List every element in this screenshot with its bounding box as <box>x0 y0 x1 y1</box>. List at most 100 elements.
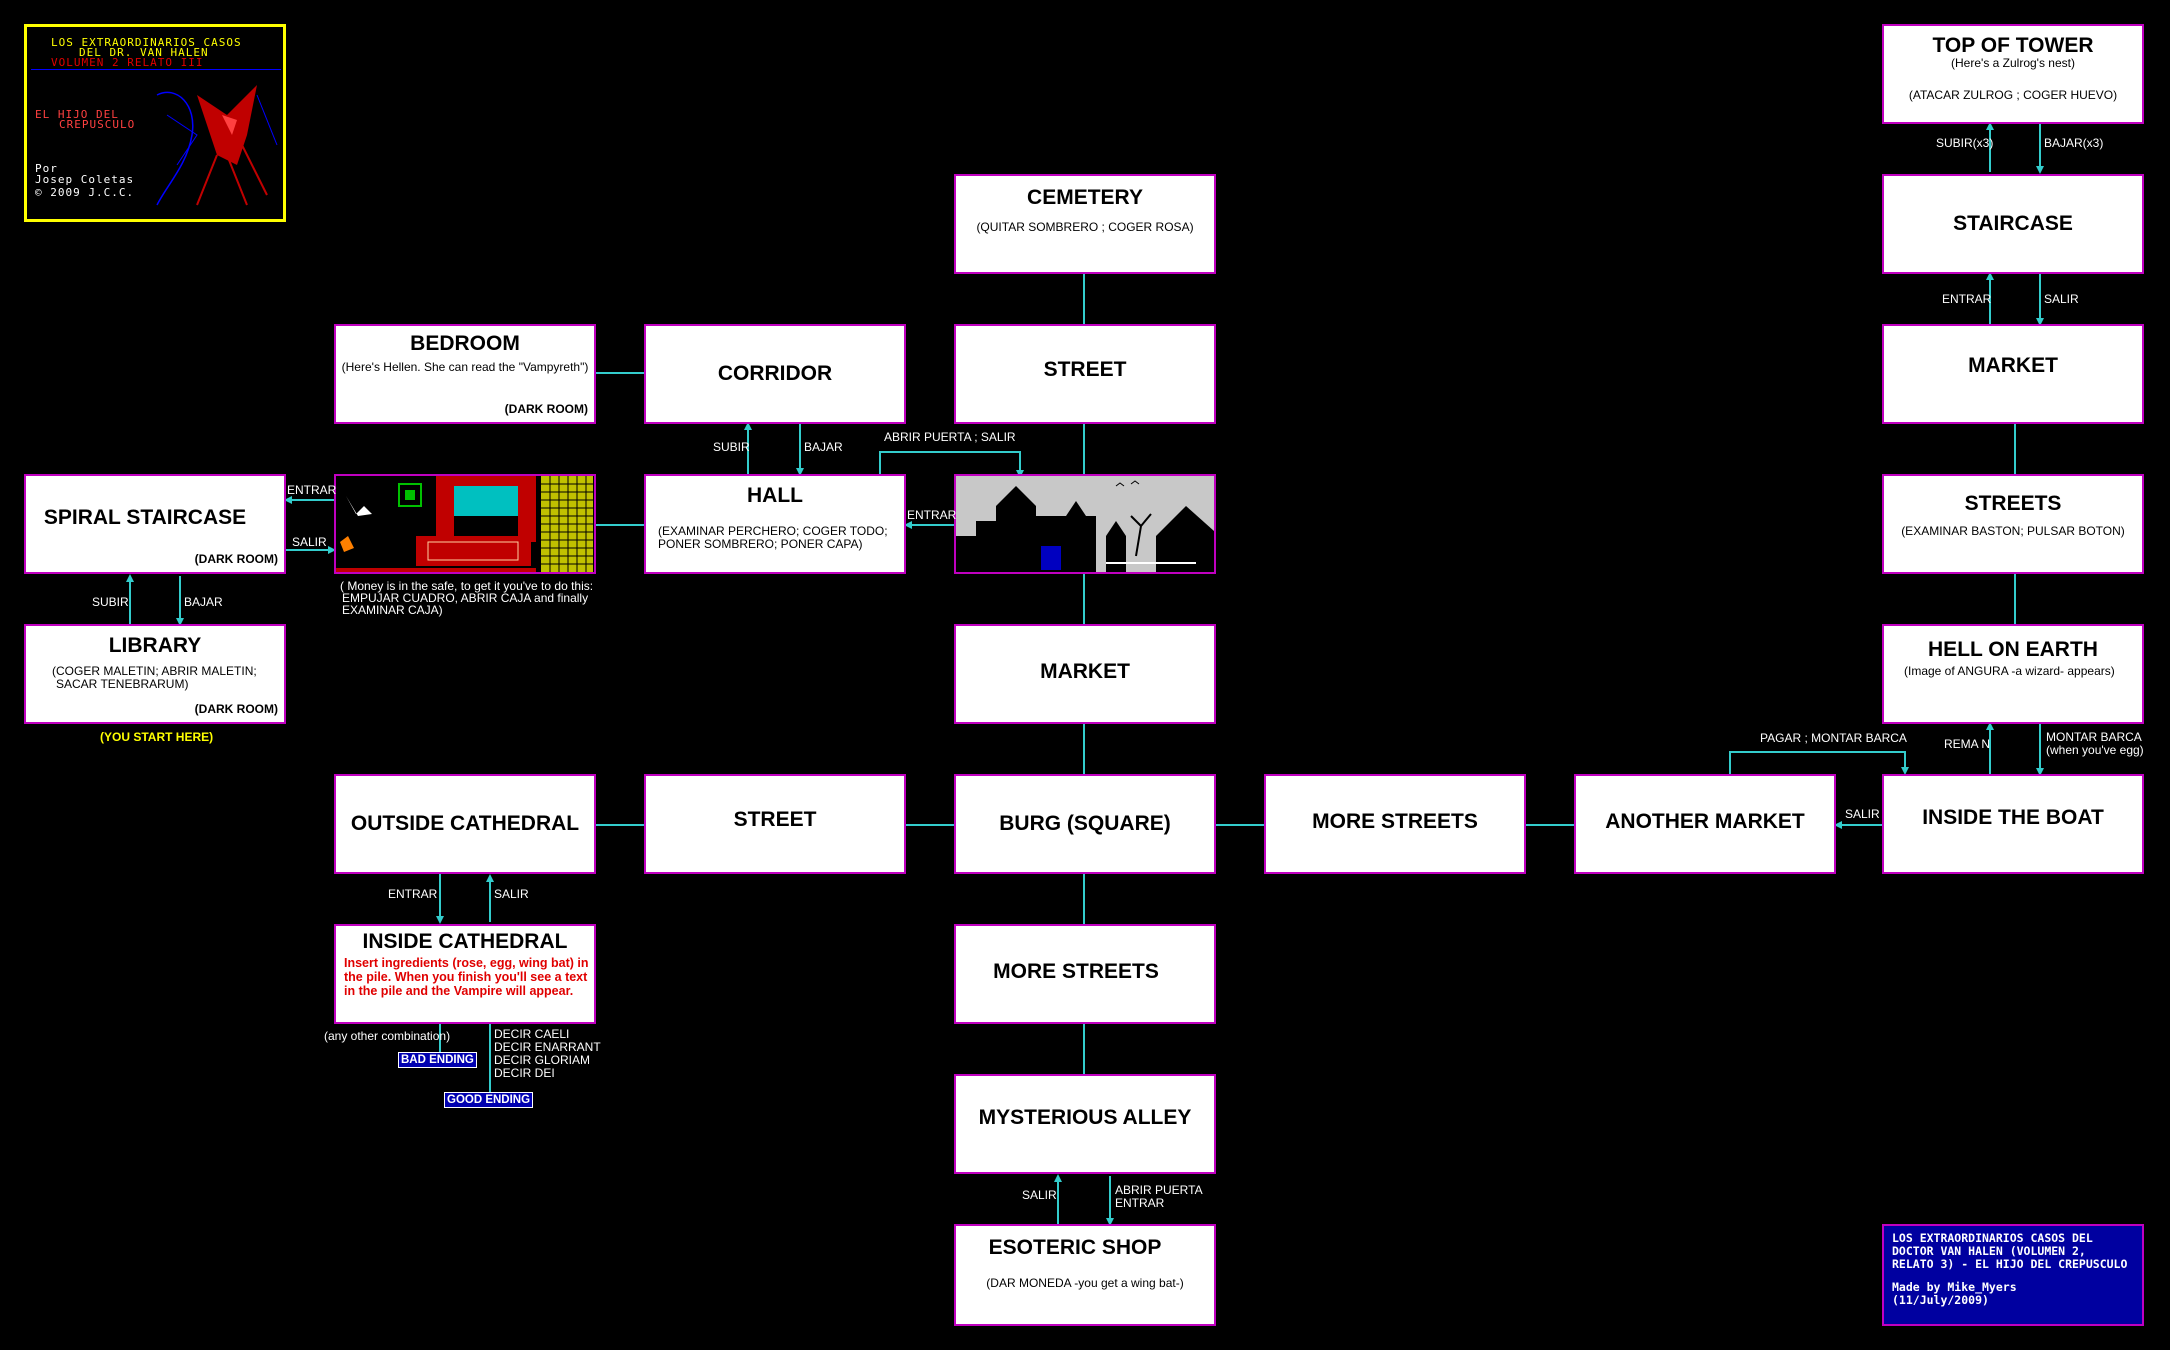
label-salir-staircase: SALIR <box>2044 292 2079 306</box>
cover-line-2: DEL DR. VAN HALEN <box>79 46 209 59</box>
label-abrir-puerta-shop: ABRIR PUERTA <box>1115 1183 1203 1197</box>
room-bedroom: BEDROOM (Here's Hellen. She can read the… <box>334 324 596 424</box>
cover-title-1: EL HIJO DEL <box>35 108 119 121</box>
room-market-center: MARKET <box>954 624 1216 724</box>
room-library: LIBRARY (COGER MALETIN; ABRIR MALETIN; S… <box>24 624 286 724</box>
safe-note-1: ( Money is in the safe, to get it you've… <box>340 579 594 593</box>
room-top-of-tower: TOP OF TOWER (Here's a Zulrog's nest) (A… <box>1882 24 2144 124</box>
room-outside-cathedral: OUTSIDE CATHEDRAL <box>334 774 596 874</box>
cover-author: Josep Coletas <box>35 173 135 186</box>
room-more-streets-right: MORE STREETS <box>1264 774 1526 874</box>
room-title: STREET <box>733 808 817 831</box>
room-title: SPIRAL STAIRCASE <box>43 506 247 529</box>
safe-note-3: EXAMINAR CAJA) <box>342 603 443 617</box>
label-pagar-montar-barca: PAGAR ; MONTAR BARCA <box>1760 731 1907 745</box>
room-inside-cathedral: INSIDE CATHEDRAL Insert ingredients (ros… <box>334 924 596 1024</box>
houses-silhouette <box>956 476 1214 572</box>
label-salir-spiral: SALIR <box>292 535 327 549</box>
good-ending-badge: GOOD ENDING <box>444 1092 534 1108</box>
safe-note-2: EMPUJAR CUADRO, ABRIR CAJA and finally <box>342 591 589 605</box>
label-entrar-spiral: ENTRAR <box>287 483 337 497</box>
room-title: ANOTHER MARKET <box>1605 810 1805 833</box>
room-title: STREET <box>1043 358 1127 381</box>
credits-line-1: LOS EXTRAORDINARIOS CASOS DEL <box>1892 1231 2093 1245</box>
room-title: MORE STREETS <box>993 960 1159 983</box>
room-actions: (EXAMINAR BASTON; PULSAR BOTON) <box>1901 524 2125 538</box>
label-when-youve-egg: (when you've egg) <box>2046 743 2144 757</box>
label-entrar-hall: ENTRAR <box>907 508 957 522</box>
room-title: MORE STREETS <box>1312 810 1478 833</box>
start-here-label: (YOU START HERE) <box>100 730 214 744</box>
room-title: BURG (SQUARE) <box>999 812 1171 835</box>
room-actions-1: (COGER MALETIN; ABRIR MALETIN; <box>52 664 257 678</box>
cathedral-text-3: in the pile and the Vampire will appear. <box>344 984 574 998</box>
cover-copyright: © 2009 J.C.C. <box>35 186 135 199</box>
room-actions: (QUITAR SOMBRERO ; COGER ROSA) <box>976 220 1194 234</box>
room-staircase: STAIRCASE <box>1882 174 2144 274</box>
game-cover-art: LOS EXTRAORDINARIOS CASOS DEL DR. VAN HA… <box>24 24 286 222</box>
room-hall: HALL (EXAMINAR PERCHERO; COGER TODO; PON… <box>644 474 906 574</box>
label-montar-barca: MONTAR BARCA <box>2046 730 2142 744</box>
credits-line-2: DOCTOR VAN HALEN (VOLUMEN 2, <box>1892 1244 2086 1258</box>
room-burg-square: BURG (SQUARE) <box>954 774 1216 874</box>
room-title: TOP OF TOWER <box>1932 34 2094 57</box>
room-dark-tag: (DARK ROOM) <box>194 702 278 716</box>
room-title: STAIRCASE <box>1953 212 2073 235</box>
bad-ending-badge: BAD ENDING <box>398 1052 477 1068</box>
label-decir-caeli: DECIR CAELI <box>494 1027 570 1041</box>
label-salir-cathedral: SALIR <box>494 887 529 901</box>
scene-image-street-houses <box>954 474 1216 574</box>
cover-line-3: VOLUMEN 2 RELATO III <box>51 56 204 69</box>
label-entrar-cathedral: ENTRAR <box>388 887 438 901</box>
label-salir-boat: SALIR <box>1845 807 1880 821</box>
room-actions-1: (EXAMINAR PERCHERO; COGER TODO; <box>658 524 888 538</box>
room-hell-on-earth: HELL ON EARTH (Image of ANGURA -a wizard… <box>1882 624 2144 724</box>
room-mysterious-alley: MYSTERIOUS ALLEY <box>954 1074 1216 1174</box>
room-title: MARKET <box>1040 660 1130 683</box>
label-subir-x3: SUBIR(x3) <box>1936 136 1994 150</box>
room-title: CEMETERY <box>1027 186 1143 209</box>
label-any-other-combination: (any other combination) <box>324 1029 451 1043</box>
room-title: MYSTERIOUS ALLEY <box>978 1106 1192 1129</box>
room-street-left: STREET <box>644 774 906 874</box>
room-title: OUTSIDE CATHEDRAL <box>350 812 580 835</box>
room-street-top: STREET <box>954 324 1216 424</box>
label-entrar-staircase: ENTRAR <box>1942 292 1992 306</box>
label-decir-enarrant: DECIR ENARRANT <box>494 1040 601 1054</box>
room-inside-the-boat: INSIDE THE BOAT <box>1882 774 2144 874</box>
safe-room-graphic <box>336 476 594 572</box>
room-spiral-staircase: SPIRAL STAIRCASE (DARK ROOM) <box>24 474 286 574</box>
room-note: (Here's Hellen. She can read the "Vampyr… <box>341 360 589 374</box>
room-actions-2: SACAR TENEBRARUM) <box>56 677 189 691</box>
room-actions: (ATACAR ZULROG ; COGER HUEVO) <box>1908 88 2118 102</box>
label-bajar-hall: BAJAR <box>804 440 843 454</box>
room-title: LIBRARY <box>108 634 202 657</box>
label-salir-shop: SALIR <box>1022 1188 1057 1202</box>
label-entrar-shop: ENTRAR <box>1115 1196 1165 1210</box>
room-title: BEDROOM <box>410 332 520 355</box>
credits-box: LOS EXTRAORDINARIOS CASOS DEL DOCTOR VAN… <box>1882 1224 2144 1326</box>
room-note: (Here's a Zulrog's nest) <box>1951 56 2075 70</box>
room-title: INSIDE THE BOAT <box>1922 806 2104 829</box>
room-dark-tag: (DARK ROOM) <box>504 402 588 416</box>
credits-author: Made by Mike_Myers <box>1892 1280 2017 1294</box>
room-title: CORRIDOR <box>717 362 833 385</box>
label-subir-hall: SUBIR <box>713 440 750 454</box>
room-actions: (DAR MONEDA -you get a wing bat-) <box>986 1276 1184 1290</box>
cathedral-text-2: the pile. When you finish you'll see a t… <box>344 970 588 984</box>
room-title: HELL ON EARTH <box>1928 638 2098 661</box>
credits-date: (11/July/2009) <box>1892 1293 1989 1307</box>
room-title: INSIDE CATHEDRAL <box>362 930 568 953</box>
room-dark-tag: (DARK ROOM) <box>194 552 278 566</box>
cover-by: Por <box>35 162 58 175</box>
label-bajar-library: BAJAR <box>184 595 223 609</box>
room-streets-right: STREETS (EXAMINAR BASTON; PULSAR BOTON) <box>1882 474 2144 574</box>
label-decir-gloriam: DECIR GLORIAM <box>494 1053 591 1067</box>
label-abrir-puerta-salir: ABRIR PUERTA ; SALIR <box>884 430 1016 444</box>
room-cemetery: CEMETERY (QUITAR SOMBRERO ; COGER ROSA) <box>954 174 1216 274</box>
label-subir-library: SUBIR <box>92 595 129 609</box>
cover-line-1: LOS EXTRAORDINARIOS CASOS <box>51 36 242 49</box>
room-title: STREETS <box>1964 492 2062 515</box>
vampire-illustration <box>156 85 278 206</box>
